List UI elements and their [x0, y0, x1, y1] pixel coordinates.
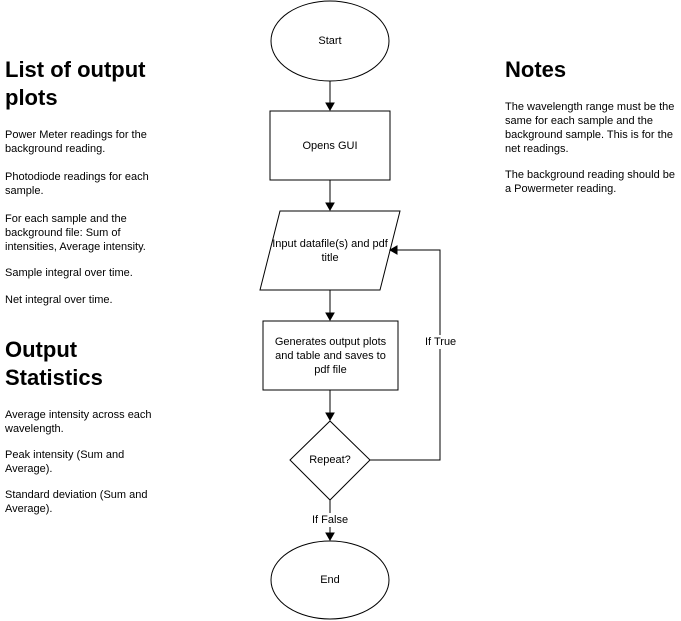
generate-node [262, 320, 399, 391]
plots-item-2: Photodiode readings for each sample. [5, 171, 149, 197]
notes-item-2: The background reading should be a Power… [505, 169, 676, 195]
opens-gui-label: Opens GUI [302, 139, 358, 152]
stats-item-3: Standard deviation (Sum and Average). [5, 489, 148, 515]
notes-heading: Notes [505, 57, 567, 82]
stats-item-2: Peak intensity (Sum and Average). [5, 449, 125, 475]
if-false-label: If False [311, 513, 350, 527]
arrow-repeat-to-end [325, 532, 335, 542]
arrow-repeat-to-input [388, 245, 398, 255]
start-label: Start [318, 35, 342, 47]
edge-repeat-to-input [370, 249, 441, 461]
arrow-input-to-generate [325, 312, 335, 322]
arrow-gui-to-input [325, 202, 335, 212]
plots-item-1: Power Meter readings for the background … [5, 129, 147, 155]
notes-item-1: The wavelength range must be the same fo… [505, 101, 675, 155]
arrow-start-to-gui [325, 102, 335, 112]
stats-heading: Output Statistics [5, 337, 103, 390]
plots-item-4: Sample integral over time. [5, 267, 133, 279]
if-true-label: If True [424, 335, 458, 349]
plots-item-3: For each sample and the background file:… [5, 213, 146, 253]
arrow-generate-to-repeat [325, 412, 335, 422]
repeat-label: Repeat? [309, 454, 351, 466]
plots-item-5: Net integral over time. [5, 294, 113, 306]
opens-gui-node [269, 110, 391, 181]
generate-label: Generates output plots and table and sav… [274, 335, 387, 376]
end-label: End [320, 574, 340, 586]
input-node [259, 210, 401, 291]
input-label: Input datafile(s) and pdf title [272, 237, 388, 264]
end-node [270, 540, 390, 620]
plots-heading: List of output plots [5, 57, 146, 110]
stats-item-1: Average intensity across each wavelength… [5, 409, 152, 435]
